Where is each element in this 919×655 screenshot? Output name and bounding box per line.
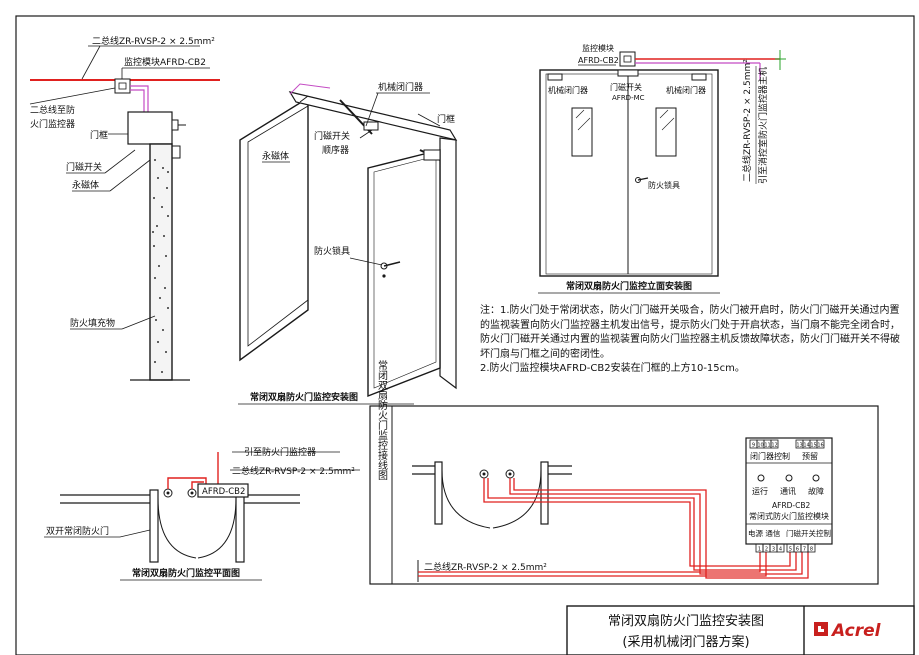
title-line1: 常闭双扇防火门监控安装图 [608,613,764,629]
wiring-comm: 通讯 [780,486,796,496]
term-11: 11 [764,443,770,449]
persp-magnet-label: 永磁体 [262,150,289,162]
term-16: 16 [817,443,823,449]
term-15: 15 [810,443,816,449]
elev-caption: 常闭双扇防火门监控立面安装图 [566,280,692,292]
side-to-controller-2: 火门监控器 [30,118,75,130]
wiring-model-desc: 常闭式防火门监控模块 [749,511,829,521]
brand-name: Acrel [830,621,882,641]
title-block: 常闭双扇防火门监控安装图 (采用机械闭门器方案) Acrel [566,605,915,655]
side-bus-cable-label: 二总线ZR-RVSP-2 × 2.5mm² [92,35,215,47]
term-9: 9 [752,443,755,449]
wiring-side-title: 常闭双扇防火门监控接线图 [376,359,388,481]
perspective-view: 机械闭门器 门框 永磁体 门磁开关 顺序器 防火锁具 常闭双扇防火门监控安装图 [238,81,458,405]
wiring-reserved: 预留 [802,451,818,461]
notes-block: 注：1.防火门处于常闭状态，防火门门磁开关吸合，防火门被开启时，防火门门磁开关通… [480,304,900,377]
term-5: 5 [789,547,792,553]
side-magnetic-switch-label: 门磁开关 [66,161,102,173]
note-2: 2.防火门监控模块AFRD-CB2安装在门框的上方10-15cm。 [480,363,745,375]
afrd-cb2-module [745,437,833,545]
side-section-view: 二总线ZR-RVSP-2 × 2.5mm² 监控模块AFRD-CB2 二总线至防… [29,35,220,381]
terminals-top: 9 10 11 12 13 14 15 16 [749,439,825,449]
persp-closer-label: 机械闭门器 [378,81,423,93]
term-1: 1 [758,547,761,553]
term-2: 2 [765,547,768,553]
elev-switch-1: 门磁开关 [610,82,642,92]
term-3: 3 [772,547,775,553]
note-1b: 的监视装置向防火门监控器主机发出信号，提示防火门处于开启状态，当门扇不能完全闭合… [480,319,900,331]
elev-lock-label: 防火锁具 [648,180,680,190]
wiring-switch-control: 门磁开关控制 [786,528,831,538]
elev-closer-right: 机械闭门器 [666,85,706,95]
side-door-frame-label: 门框 [90,129,108,141]
wiring-cable-label: 二总线ZR-RVSP-2 × 2.5mm² [424,561,547,573]
term-10: 10 [757,443,763,449]
wiring-fault: 故障 [808,486,824,496]
term-13: 13 [796,443,802,449]
plan-module-label: AFRD-CB2 [202,487,245,497]
wiring-diagram: 常闭双扇防火门监控接线图 二总线ZR-RVSP-2 × 2.5mm² [369,359,879,585]
side-fill-label: 防火填充物 [70,317,115,329]
drawing-border [15,15,915,655]
acrel-logo-icon: Acrel [814,621,882,641]
term-7: 7 [803,547,806,553]
wiring-run: 运行 [752,486,768,496]
persp-switch-1: 门磁开关 [314,130,350,142]
wiring-closer-control: 闭门器控制 [750,451,790,461]
note-1d: 坏门扇与门框之间的密闭性。 [480,348,610,360]
note-1a: 注：1.防火门处于常闭状态，防火门门磁开关吸合，防火门被开启时，防火门门磁开关通… [480,305,900,316]
side-to-controller-1: 二总线至防 [30,104,75,116]
term-6: 6 [796,547,799,553]
title-line2: (采用机械闭门器方案) [622,634,749,650]
side-magnet-label: 永磁体 [72,179,99,191]
plan-to-controller: 引至防火门监控器 [244,446,316,458]
persp-switch-2: 顺序器 [322,144,349,156]
plan-door-label: 双开常闭防火门 [46,525,109,537]
elev-module-2: AFRD-CB2 [578,56,619,65]
wiring-model: AFRD-CB2 [772,501,811,510]
term-8: 8 [810,547,813,553]
terminals-bottom: 1 2 3 4 5 6 7 8 [755,543,816,553]
side-module-label: 监控模块AFRD-CB2 [124,56,206,68]
elev-cable-2: 引至消控室防火门监控器主机 [757,67,769,184]
term-14: 14 [803,443,809,449]
fire-fill-column [149,143,173,381]
persp-caption: 常闭双扇防火门监控安装图 [250,391,358,403]
term-4: 4 [779,547,782,553]
wiring-power-comm: 电源 通信 [748,528,781,538]
persp-lock-label: 防火锁具 [314,245,350,257]
term-12: 12 [771,443,777,449]
elev-module-1: 监控模块 [582,43,614,53]
plan-view: 引至防火门监控器 二总线ZR-RVSP-2 × 2.5mm² AFRD-CB2 … [44,446,360,581]
plan-caption: 常闭双扇防火门监控平面图 [132,567,240,579]
elev-cable-1: 二总线ZR-RVSP-2 × 2.5mm² [741,59,753,182]
plan-cable: 二总线ZR-RVSP-2 × 2.5mm² [232,465,355,477]
elev-switch-2: AFRD-MC [612,94,645,102]
elevation-view: 监控模块 AFRD-CB2 防火锁具 机械闭门器 门磁开关 AFRD-MC 机械… [538,43,786,294]
elev-closer-left: 机械闭门器 [548,85,588,95]
persp-frame-label: 门框 [437,113,455,125]
note-1c: 防火门门磁开关通过内置的监视装置向防火门监控器主机反馈故障状态，防火门门磁开关不… [480,334,900,346]
